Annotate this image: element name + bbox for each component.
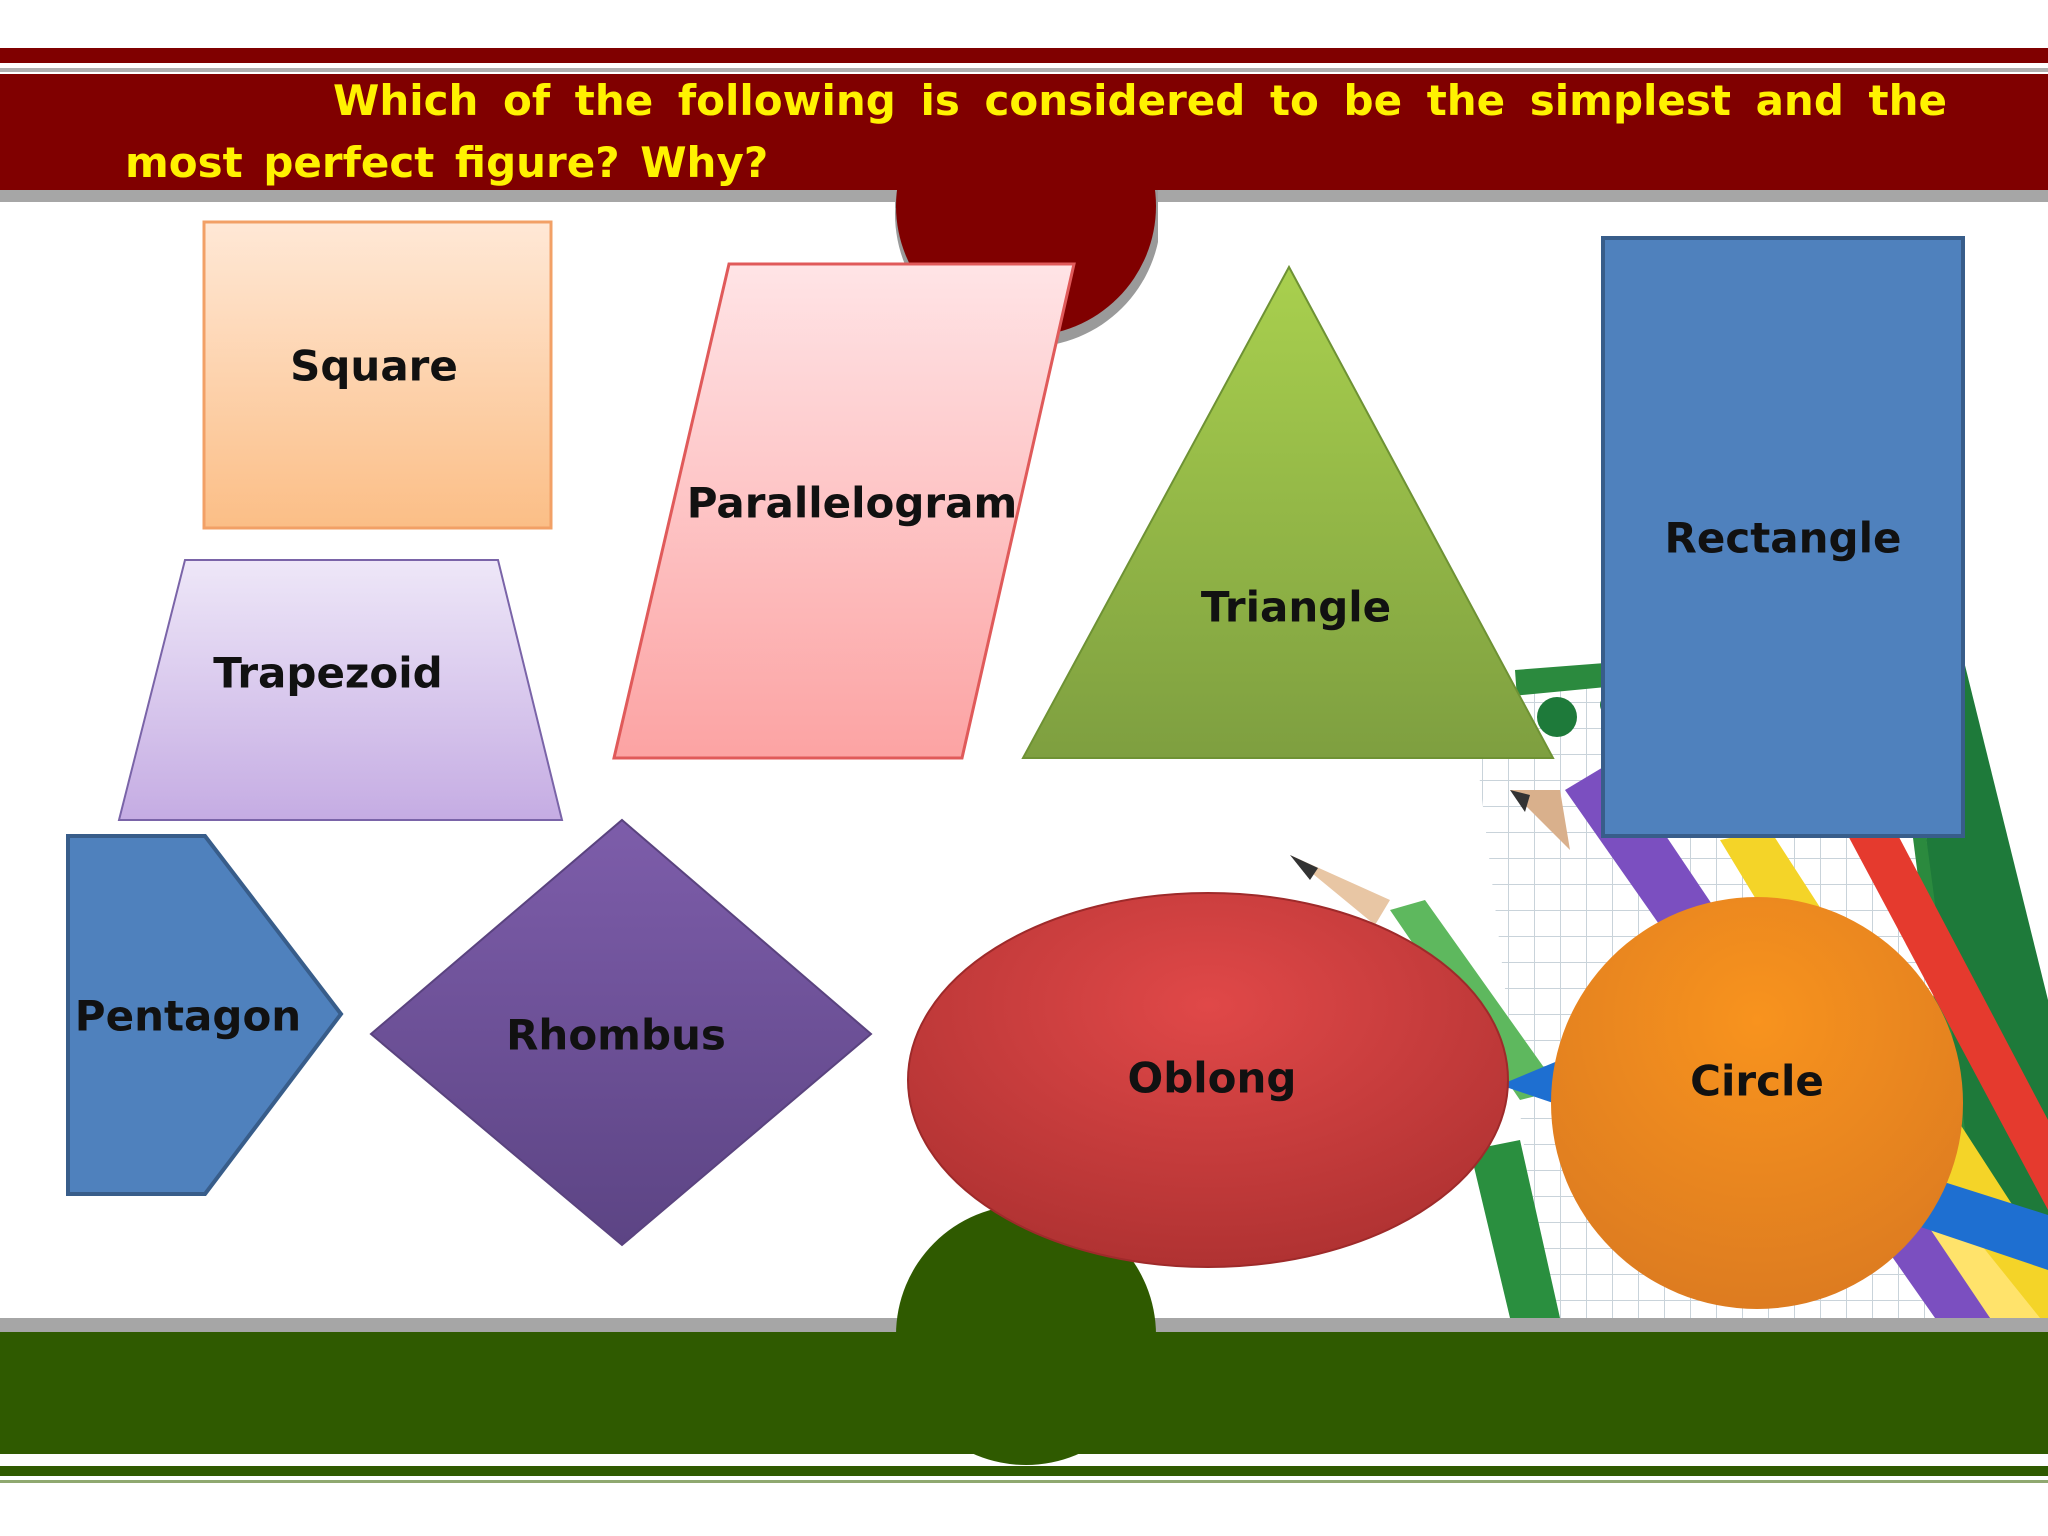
rectangle-shape: [1601, 236, 1965, 838]
trapezoid-shape: [117, 559, 564, 821]
triangle-label: Triangle: [1200, 582, 1392, 632]
pentagon-shape: [66, 834, 344, 1196]
rhombus-label: Rhombus: [506, 1010, 726, 1060]
parallelogram-label: Parallelogram: [686, 478, 1018, 528]
pentagon-label: Pentagon: [74, 991, 302, 1041]
oblong-shape: [907, 892, 1509, 1268]
square-label: Square: [290, 341, 458, 391]
rectangle-label: Rectangle: [1664, 513, 1902, 563]
oblong-label: Oblong: [1127, 1053, 1297, 1103]
square-shape: [202, 220, 553, 530]
footer-band: [0, 1332, 2048, 1454]
rhombus-shape: [369, 818, 873, 1247]
trapezoid-label: Trapezoid: [213, 648, 443, 698]
circle-shape: [1551, 897, 1963, 1309]
question-text: Which of the following is considered to …: [125, 76, 1947, 187]
circle-label: Circle: [1690, 1056, 1824, 1106]
triangle-shape: [1021, 264, 1555, 759]
parallelogram-shape: [612, 262, 1076, 760]
